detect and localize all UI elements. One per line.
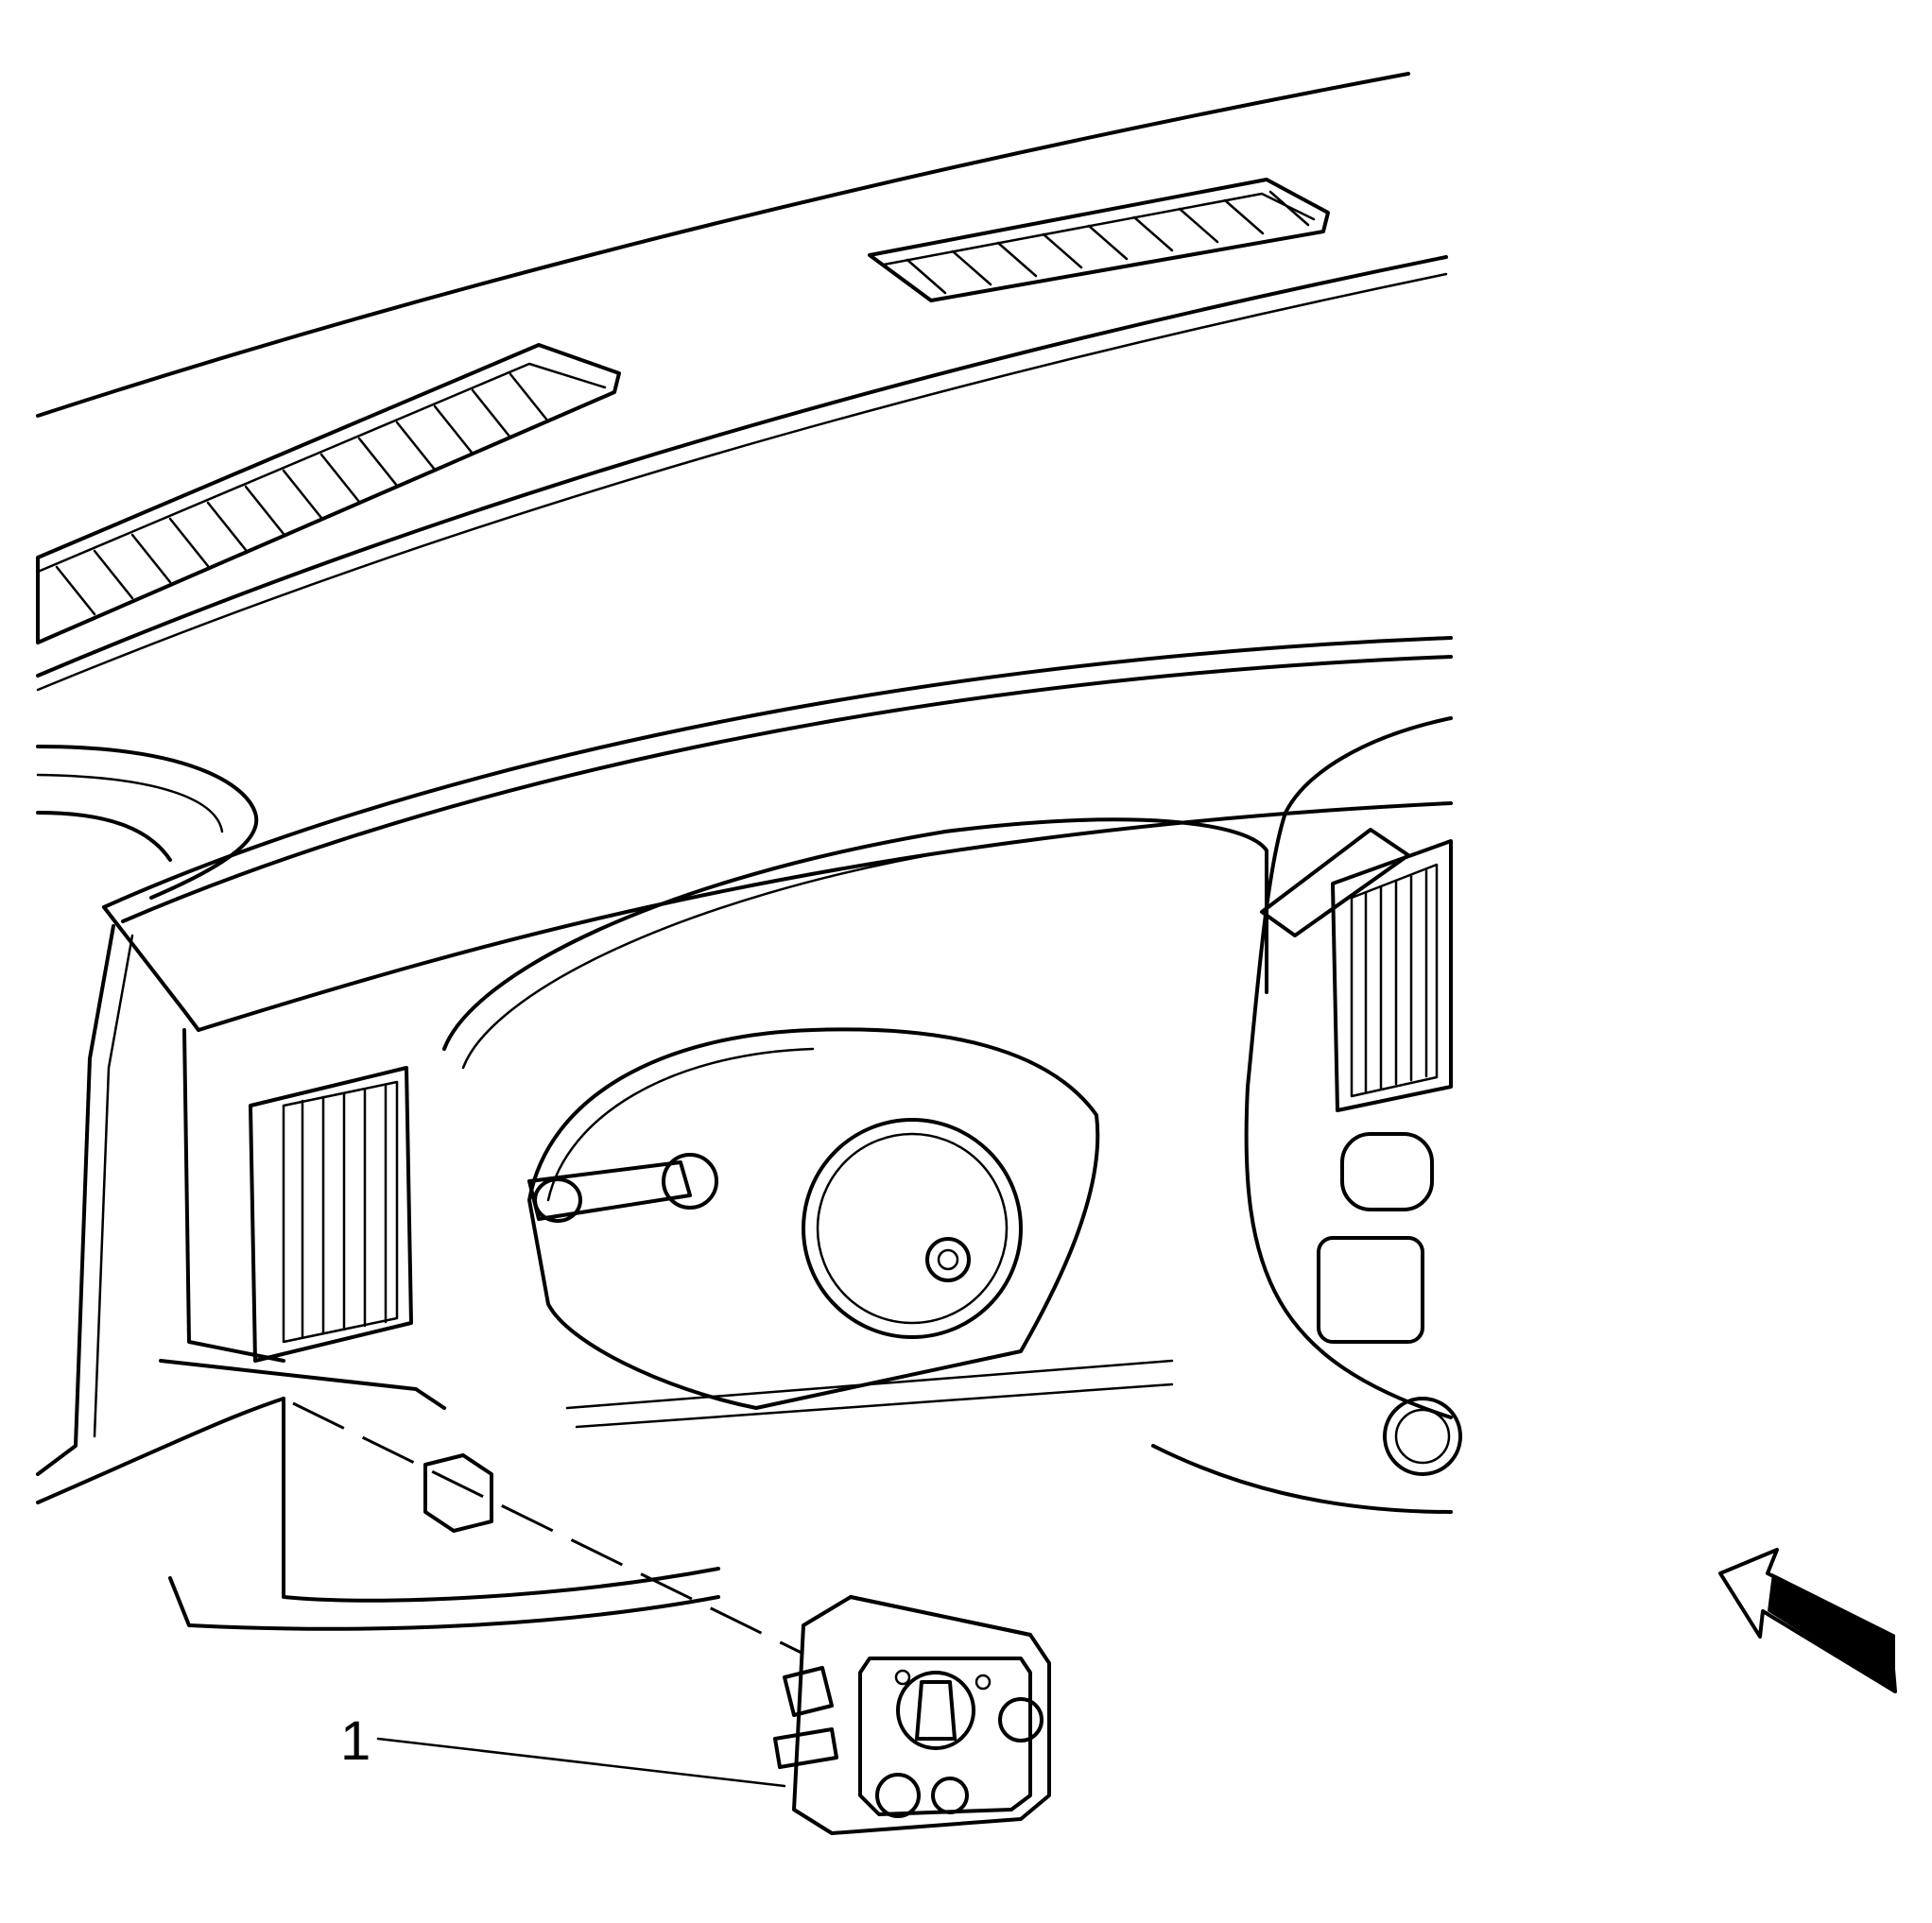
knee-bolster (168, 1359, 1453, 1631)
defroster-vent-center (868, 178, 1330, 302)
installation-centerline (292, 1401, 804, 1656)
vent-slat (433, 404, 474, 455)
instrument-panel-body (36, 636, 1453, 1504)
vent-slat (509, 372, 550, 423)
vent-slat (1268, 190, 1310, 227)
right-panel-controls (1317, 1132, 1462, 1476)
vent-slat (130, 533, 172, 584)
air-outlet-right (1331, 839, 1453, 1112)
defroster-vent-left (36, 343, 621, 644)
vent-slat (471, 388, 512, 439)
vent-slat (996, 241, 1038, 278)
vent-slat (1042, 232, 1083, 269)
callout-1-number: 1 (340, 1710, 371, 1772)
vent-slat (1132, 215, 1174, 252)
vent-slat (319, 453, 361, 504)
headlamp-switch (773, 1595, 1051, 1835)
vent-slat (282, 469, 323, 520)
vent-slat (206, 501, 248, 552)
vent-slat (951, 249, 992, 286)
vent-slat (395, 421, 437, 472)
vent-slat (55, 565, 96, 616)
cluster-hood (442, 817, 1268, 1070)
vent-slat (357, 437, 399, 488)
vent-slat (93, 549, 134, 600)
air-outlet-left (249, 1066, 413, 1363)
vent-slat (1223, 198, 1265, 235)
callout-1-leader (376, 1737, 786, 1788)
vent-slat (1178, 207, 1219, 244)
vent-slat (168, 517, 210, 568)
vent-slat (906, 258, 947, 295)
steering-column (527, 1027, 1100, 1410)
upper-dash-pad (36, 72, 1448, 692)
vent-slat (1087, 224, 1129, 261)
callout-1: 1 (340, 1710, 786, 1788)
vent-slat (244, 485, 285, 536)
view-direction-arrow-icon (1718, 1548, 1897, 1693)
headlamp-switch-connector (423, 1453, 493, 1533)
